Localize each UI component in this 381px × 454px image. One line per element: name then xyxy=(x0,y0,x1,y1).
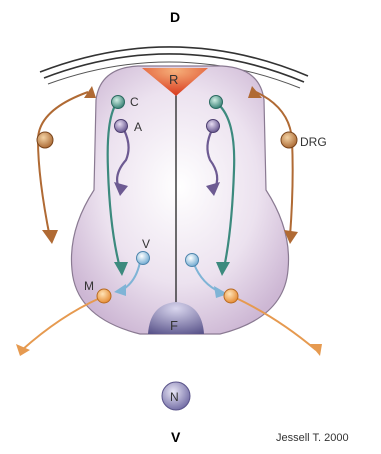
motor-soma-left xyxy=(97,289,111,303)
dorsal-label: D xyxy=(170,9,180,25)
commissural-soma-right xyxy=(210,96,223,109)
drg-label: DRG xyxy=(300,135,327,149)
association-soma-right xyxy=(207,120,220,133)
commissural-label: C xyxy=(130,95,139,109)
notochord-label: N xyxy=(170,390,179,404)
ventral-label: V xyxy=(171,429,181,445)
citation: Jessell T. 2000 xyxy=(276,432,349,444)
floor-plate-label: F xyxy=(170,318,178,333)
drg-soma-left xyxy=(37,132,53,148)
interneuron-soma-right xyxy=(186,254,199,267)
drg-terminal-left-bottom xyxy=(42,230,58,244)
motor-label: M xyxy=(84,279,94,293)
roof-plate-label: R xyxy=(169,72,178,87)
association-label: A xyxy=(134,120,142,134)
interneuron-soma-left xyxy=(137,252,150,265)
motor-terminal-right xyxy=(310,344,322,356)
association-soma-left xyxy=(115,120,128,133)
drg-soma-right xyxy=(281,132,297,148)
interneuron-label: V xyxy=(142,237,150,251)
motor-soma-right xyxy=(224,289,238,303)
commissural-soma-left xyxy=(112,96,125,109)
